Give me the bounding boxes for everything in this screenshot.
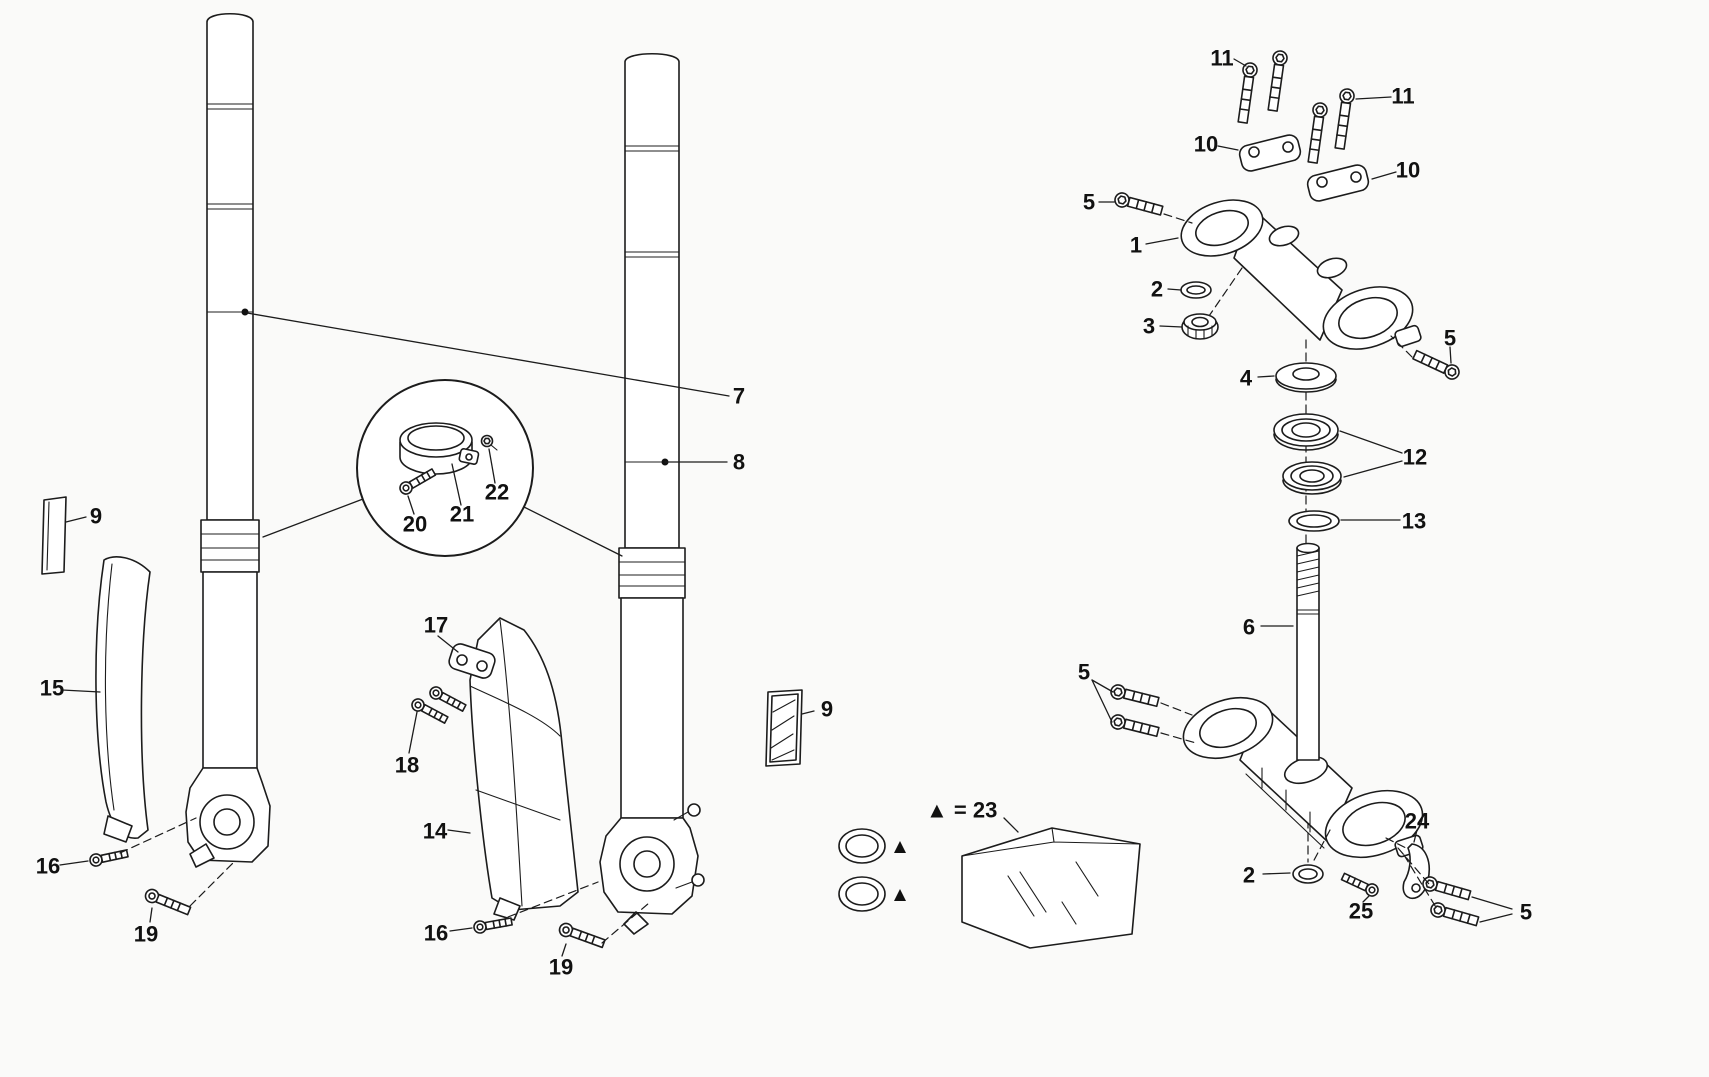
part-label-7: 7: [733, 384, 745, 409]
part-label-16-left: 16: [36, 854, 60, 879]
part-label-10-a: 10: [1194, 132, 1218, 157]
legend-triangle-note: ▲ = 23: [926, 798, 997, 823]
part-label-19-mid: 19: [549, 955, 573, 980]
part-label-5-d: 5: [1520, 900, 1532, 925]
oring-2-top: [1180, 281, 1212, 299]
magnifier-detail: [262, 379, 623, 557]
leader-lines: [59, 58, 1513, 957]
part-label-14: 14: [423, 819, 448, 844]
bearing-12-lower: [1282, 461, 1342, 495]
part-label-17: 17: [424, 613, 448, 638]
part-label-13: 13: [1402, 509, 1426, 534]
bolt-5-top-left: [1112, 190, 1165, 219]
part-label-12: 12: [1403, 445, 1427, 470]
part-label-3: 3: [1143, 314, 1155, 339]
part-label-2-a: 2: [1151, 277, 1163, 302]
part-label-10-b: 10: [1396, 158, 1420, 183]
bolt-5-lower-left-1: [1108, 682, 1161, 710]
fork-guard-left: [95, 556, 151, 843]
top-triple-clamp: [1180, 199, 1422, 350]
part-label-15: 15: [40, 676, 64, 701]
bracket-17: [448, 643, 496, 679]
bolt-11-b1: [1304, 101, 1329, 165]
part-label-22: 22: [485, 480, 509, 505]
stem-nut-3: [1181, 313, 1219, 340]
oring-2-bottom: [1292, 864, 1324, 884]
bolt-22: [480, 434, 498, 451]
bearing-12-upper: [1273, 413, 1339, 451]
oring-23-a: [838, 828, 906, 864]
fork-tube-right: [599, 53, 705, 935]
screw-16-mid: [472, 914, 514, 935]
parts-bag-23: [961, 827, 1141, 949]
sticker-9-right: [765, 689, 803, 767]
part-label-6: 6: [1243, 615, 1255, 640]
sticker-9-left: [41, 496, 67, 575]
screw-16-left: [88, 846, 130, 868]
bolt-11-a1: [1234, 61, 1259, 125]
bolt-11-a2: [1264, 49, 1289, 113]
part-label-4: 4: [1240, 366, 1253, 391]
dust-cover-4: [1275, 362, 1337, 393]
screw-25: [1339, 870, 1381, 899]
callout-dot-7: [241, 308, 249, 316]
part-label-25: 25: [1349, 899, 1373, 924]
bolt-11-b2: [1331, 87, 1356, 151]
part-label-21: 21: [450, 502, 474, 527]
handlebar-clamp-10-a: [1238, 134, 1302, 172]
part-label-24: 24: [1405, 809, 1430, 834]
part-label-11-b: 11: [1391, 84, 1414, 109]
clamp-ring-21: [399, 422, 480, 475]
part-label-9-right: 9: [821, 697, 833, 722]
seal-ring-13: [1288, 510, 1340, 532]
part-label-16-mid: 16: [424, 921, 448, 946]
bolt-5-lower-left-2: [1108, 712, 1161, 740]
part-label-5-c: 5: [1078, 660, 1090, 685]
part-label-5-a: 5: [1083, 190, 1095, 215]
part-label-20: 20: [403, 512, 427, 537]
part-label-2-b: 2: [1243, 863, 1255, 888]
part-label-5-b: 5: [1444, 326, 1456, 351]
part-label-11-a: 11: [1210, 46, 1233, 71]
bolt-5-lower-right-1: [1420, 874, 1473, 903]
handlebar-clamp-10-b: [1306, 164, 1370, 202]
oring-23-b: [838, 876, 906, 912]
lower-triple-clamp: [1182, 697, 1424, 859]
part-label-18: 18: [395, 753, 419, 778]
part-label-19-left: 19: [134, 922, 158, 947]
fork-guard-center: [469, 617, 579, 921]
bolt-5-top-right: [1411, 347, 1463, 383]
fork-tube-left: [185, 13, 271, 868]
assembly-dash-lines: [119, 213, 1438, 944]
part-label-8: 8: [733, 450, 745, 475]
part-label-1: 1: [1130, 233, 1142, 258]
bolt-5-lower-right-2: [1428, 900, 1481, 929]
steering-stem-6: [1296, 542, 1320, 761]
part-label-9-left: 9: [90, 504, 102, 529]
